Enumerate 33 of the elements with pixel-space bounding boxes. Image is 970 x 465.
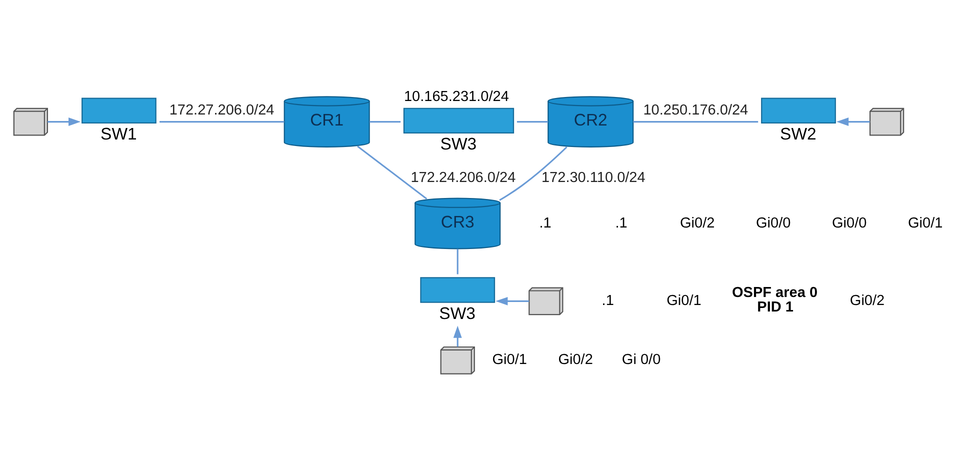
edge-label: 10.250.176.0/24	[643, 102, 748, 118]
connector	[516, 120, 548, 122]
connector	[370, 120, 401, 122]
label: Gi 0/0	[622, 352, 661, 368]
edge-label: 172.30.110.0/24	[541, 170, 646, 186]
label: Gi0/2	[850, 292, 885, 308]
arrow	[836, 117, 870, 126]
arrow	[453, 325, 462, 346]
node-label: SW2	[780, 124, 816, 144]
label: Gi0/0	[756, 214, 791, 231]
node-label: SW3	[439, 304, 476, 323]
node-label: SW1	[100, 124, 137, 144]
arrow	[48, 117, 81, 126]
label: Gi0/2	[680, 214, 715, 231]
node-label: 10.165.231.0/24	[404, 88, 509, 105]
label: Gi0/1	[908, 214, 943, 231]
label: .1	[602, 292, 614, 308]
connector	[456, 248, 458, 274]
label: .1	[615, 214, 628, 231]
connector	[357, 145, 428, 199]
label: .1	[539, 214, 552, 231]
edge-label: 172.24.206.0/24	[410, 170, 516, 186]
label: Gi0/2	[558, 352, 593, 368]
label: OSPF area 0 PID 1	[732, 284, 818, 316]
label: Gi0/0	[832, 214, 867, 231]
connector	[633, 120, 758, 122]
edge-label: 172.27.206.0/24	[169, 102, 274, 118]
arrow	[496, 296, 530, 305]
connector	[499, 146, 568, 200]
node-label: SW3	[440, 134, 477, 154]
label: Gi0/1	[492, 352, 527, 368]
label: Gi0/1	[666, 292, 702, 308]
connector	[160, 120, 284, 122]
